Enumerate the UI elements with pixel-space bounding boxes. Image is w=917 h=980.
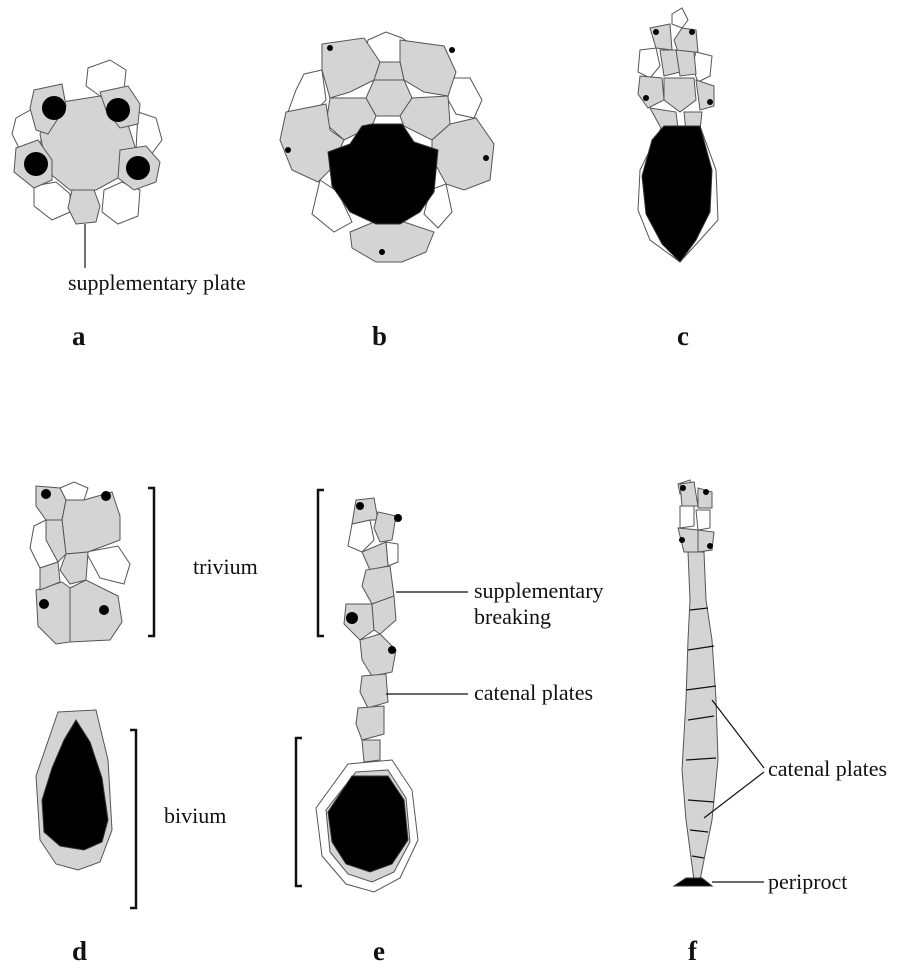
trivium-bracket (148, 488, 154, 636)
panel-d-plate (62, 492, 120, 554)
panel-a-white-plate (34, 182, 70, 220)
panel-a-drawing (12, 60, 162, 268)
panel-f-plate (698, 530, 714, 552)
panel-a-supplementary-plate (68, 190, 100, 224)
panel-letter-d: d (72, 936, 87, 966)
panel-e-plate (362, 740, 380, 762)
panel-d-drawing (30, 482, 154, 908)
panel-b-plate (350, 222, 434, 262)
panel-c-pore (653, 29, 659, 35)
panel-e-white-plate (348, 520, 374, 552)
panel-d-pore (99, 605, 109, 615)
panel-d-plate (36, 486, 66, 520)
panel-e-pore (388, 646, 396, 654)
panel-c-white-plate (638, 48, 660, 78)
panel-b-pore (449, 47, 455, 53)
panel-f-white-plate (680, 506, 694, 528)
catenal-plates-f-label: catenal plates (768, 756, 887, 781)
trivium-bracket-e (318, 490, 324, 636)
panel-f-pore (680, 485, 686, 491)
panel-c-pore (643, 95, 649, 101)
panel-d-plate (70, 580, 122, 642)
panel-c-plate (664, 78, 696, 112)
panel-f-pore (679, 537, 685, 543)
panel-d-plate (60, 552, 88, 584)
panel-letter-a: a (72, 321, 86, 351)
panel-letter-b: b (372, 321, 387, 351)
panel-c-plate (676, 50, 696, 76)
supplementary-plate-label: supplementary plate (68, 270, 246, 295)
bivium-label: bivium (164, 803, 226, 828)
panel-d-pore (39, 599, 49, 609)
panel-b-plate (400, 40, 456, 96)
panel-e-plate (352, 498, 378, 524)
panel-c-pore (707, 99, 713, 105)
panel-letter-f: f (688, 936, 698, 966)
panel-b-plate (374, 62, 404, 82)
trivium-label: trivium (193, 554, 258, 579)
panel-a-pore (106, 98, 130, 122)
supplementary-breaking-label-line2: breaking (474, 604, 551, 629)
panel-c-drawing (638, 8, 718, 262)
panel-f-pore (707, 543, 713, 549)
panel-b-drawing (280, 32, 494, 262)
catenal-plates-e-label: catenal plates (474, 680, 593, 705)
panel-a-pore (126, 156, 150, 180)
panel-a-pore (24, 152, 48, 176)
panel-letter-e: e (373, 936, 385, 966)
panel-d-white-plate (86, 546, 130, 584)
panel-c-plate (650, 24, 672, 50)
panel-e-plate (374, 512, 396, 542)
panel-b-pore (483, 155, 489, 161)
panel-f-periproct (674, 878, 712, 886)
panel-e-plate (360, 634, 396, 676)
panel-c-plate (696, 80, 714, 110)
panel-f-drawing (674, 480, 764, 886)
panel-c-plate (638, 76, 664, 108)
panel-c-white-plate (672, 8, 688, 28)
panel-e-pore (394, 514, 402, 522)
bivium-bracket-e (296, 738, 302, 886)
panel-e-pore (356, 502, 364, 510)
panel-b-pore (379, 249, 385, 255)
panel-letter-c: c (677, 321, 689, 351)
panel-a-pore (42, 96, 66, 120)
periproct-label: periproct (768, 869, 847, 894)
catenal-plates-f-leader-1 (712, 700, 764, 768)
panel-f-white-plate (696, 510, 710, 530)
supplementary-breaking-label-line1: supplementary (474, 578, 604, 603)
panel-c-pore (689, 29, 695, 35)
panel-e-drawing (296, 490, 468, 892)
panel-b-pore (285, 147, 291, 153)
panel-d-pore (41, 489, 51, 499)
panel-d-pore (101, 491, 111, 501)
panel-d-plate (36, 582, 70, 644)
bivium-bracket-d (130, 730, 136, 908)
panel-e-plate (356, 706, 384, 740)
panel-e-plate (360, 674, 388, 708)
panel-e-pore (346, 612, 358, 624)
panel-b-pore (327, 45, 333, 51)
panel-f-pore (703, 489, 709, 495)
